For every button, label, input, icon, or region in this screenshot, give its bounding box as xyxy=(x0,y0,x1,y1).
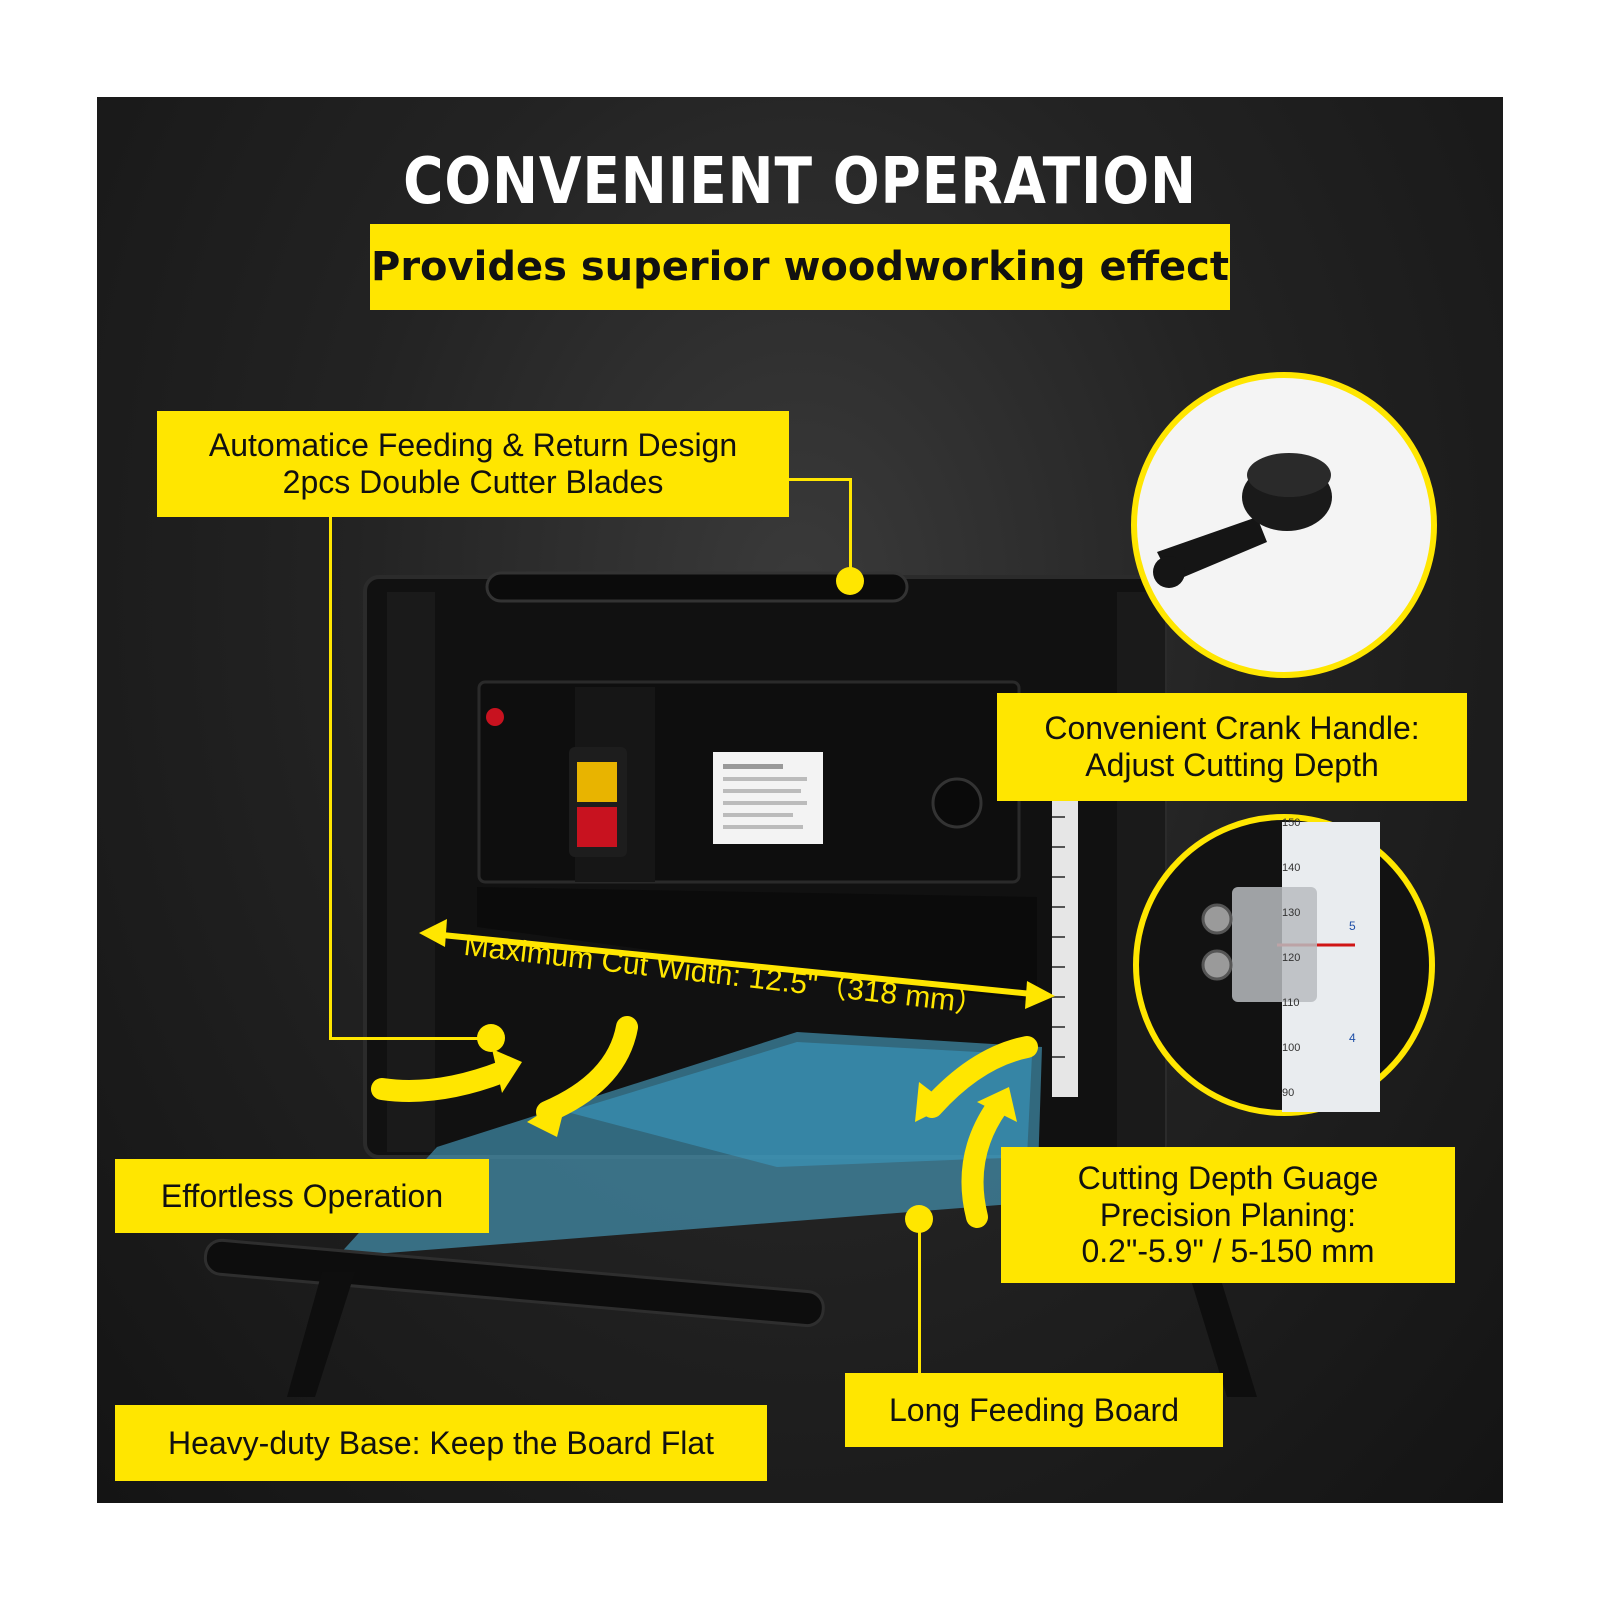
callout-feeding-line1: Automatice Feeding & Return Design xyxy=(208,427,738,464)
tick-label: 90 xyxy=(1282,1087,1295,1099)
gauge-bracket xyxy=(1232,887,1317,1002)
subtitle-text: Provides superior woodworking effect xyxy=(371,244,1229,290)
callout-effortless: Effortless Operation xyxy=(115,1159,489,1233)
pointer-dot xyxy=(905,1205,933,1233)
feed-arrow-right xyxy=(961,1096,1008,1228)
housing-knob xyxy=(931,777,983,829)
left-leg xyxy=(287,1272,355,1397)
callout-feeding-board: Long Feeding Board xyxy=(845,1373,1223,1447)
callout-crank-line2: Adjust Cutting Depth xyxy=(1085,747,1379,783)
tick-label: 120 xyxy=(1282,952,1301,964)
pointer-dot xyxy=(477,1024,505,1052)
callout-depth-line2: Precision Planing: xyxy=(1099,1196,1357,1233)
callout-depth-gauge: Cutting Depth Guage Precision Planing: 0… xyxy=(1001,1147,1455,1283)
tick-label: 110 xyxy=(1282,997,1300,1009)
callout-base: Heavy-duty Base: Keep the Board Flat xyxy=(115,1405,767,1481)
callout-depth-line3: 0.2"-5.9" / 5-150 mm xyxy=(1081,1233,1375,1270)
right-leg xyxy=(1187,1267,1257,1397)
connector-line xyxy=(849,478,852,580)
inch-tick-label: 5 xyxy=(1349,919,1356,933)
tick-label: 130 xyxy=(1282,907,1301,919)
connector-line xyxy=(329,517,332,1039)
crank-knob-icon xyxy=(1153,453,1332,588)
tick-label: 140 xyxy=(1282,862,1301,874)
callout-effortless-text: Effortless Operation xyxy=(160,1177,444,1214)
page-title: CONVENIENT OPERATION xyxy=(403,145,1197,219)
cut-width-band xyxy=(477,887,1037,1002)
switch-start xyxy=(577,762,617,802)
switch-stop xyxy=(577,807,617,847)
connector-line xyxy=(329,1037,491,1040)
inch-tick-label: 4 xyxy=(1349,1031,1356,1045)
planer-illustration xyxy=(203,372,1437,1397)
callout-crank: Convenient Crank Handle: Adjust Cutting … xyxy=(997,693,1467,801)
pointer-dot xyxy=(836,567,864,595)
right-column xyxy=(1117,592,1165,1152)
top-handle xyxy=(485,571,909,603)
left-column xyxy=(387,592,435,1152)
feed-arrow-left xyxy=(371,1061,513,1102)
callout-feeding-line2: 2pcs Double Cutter Blades xyxy=(282,464,664,500)
cut-width-arrow xyxy=(431,931,1043,998)
return-arrow-right xyxy=(921,1036,1038,1118)
connector-line xyxy=(918,1217,921,1373)
callout-crank-line1: Convenient Crank Handle: xyxy=(1044,710,1420,747)
subtitle-banner: Provides superior woodworking effect xyxy=(370,224,1230,310)
ruler-scale-icon xyxy=(1052,797,1078,1097)
roller-bar xyxy=(203,1238,825,1328)
callout-base-text: Heavy-duty Base: Keep the Board Flat xyxy=(167,1424,715,1461)
tick-label: 100 xyxy=(1282,1042,1301,1054)
reset-button xyxy=(486,708,504,726)
product-panel: 150 140 130 120 110 100 90 5 4 CONVENIEN… xyxy=(97,97,1503,1503)
connector-line xyxy=(789,478,851,481)
callout-depth-line1: Cutting Depth Guage xyxy=(1077,1159,1379,1196)
tick-label: 150 xyxy=(1282,817,1301,829)
callout-feeding-board-text: Long Feeding Board xyxy=(889,1391,1179,1428)
callout-feeding: Automatice Feeding & Return Design 2pcs … xyxy=(157,411,789,517)
